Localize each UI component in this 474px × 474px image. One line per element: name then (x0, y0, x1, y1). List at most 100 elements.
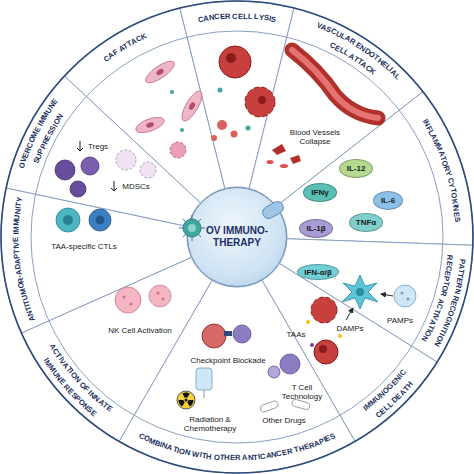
title-glyph: U (12, 214, 21, 220)
pamp-dot (401, 292, 404, 295)
title-glyph: M (12, 220, 21, 227)
cytokine-oval: IFN-α/β (297, 264, 339, 280)
t-cell (268, 366, 280, 378)
title-glyph: E (238, 11, 243, 20)
cytokine-oval: IL-1β (299, 219, 333, 238)
vessel-fragment (272, 144, 286, 155)
nk-cells (115, 285, 171, 313)
virus-icons (179, 199, 286, 241)
nucleus (96, 216, 105, 225)
damp-dot (306, 320, 310, 324)
cell-label: Checkpoint Blockade (183, 356, 273, 365)
t-cell (233, 325, 251, 343)
virus-core (188, 224, 196, 232)
title-glyph: H (206, 451, 213, 461)
vessel-wall (292, 50, 378, 118)
cell-fragment (217, 120, 227, 130)
nucleus (356, 288, 364, 296)
title-glyph: S (270, 14, 276, 24)
radiation-disc (177, 391, 195, 409)
title-glyph: V (12, 242, 21, 247)
cell-label: Tregs (81, 142, 115, 151)
t-cell (280, 354, 300, 374)
radiation-symbol (177, 391, 195, 409)
down-arrow (77, 141, 83, 151)
virus-dot (170, 90, 174, 94)
title-glyph: E (452, 211, 461, 217)
cell-label: T Cell Technology (277, 383, 327, 401)
virus-dot (246, 126, 251, 131)
nucleus (63, 215, 73, 225)
suppressor-cells (55, 141, 156, 197)
title-glyph: A (14, 269, 24, 276)
cell-label: Radiation & Chemotherapy (178, 415, 242, 433)
red-blood-cell (267, 160, 274, 164)
title-glyph: C (232, 11, 238, 20)
wedge-shape (6, 76, 200, 227)
cell-label: TAAs (282, 330, 310, 339)
nucleus (258, 96, 266, 104)
title-glyph (11, 235, 20, 237)
blood-vessel (267, 50, 379, 168)
title-glyph: N (184, 447, 191, 457)
granule (156, 291, 159, 294)
title-glyph: S (453, 216, 462, 222)
granule (129, 302, 132, 305)
cell-label: TAA-specific CTLs (46, 242, 122, 251)
treg-cell (70, 181, 86, 197)
cytokine-name: IL-1β (306, 224, 325, 233)
cytokine-oval: IL-6 (373, 191, 403, 210)
nucleus (226, 53, 236, 63)
cytokine-name: IL-12 (347, 164, 366, 173)
center-title: OV IMMUNO-THERAPY (204, 225, 270, 249)
caf-cells (134, 57, 206, 158)
cytokine-oval: IFNγ (303, 183, 337, 202)
cell-label: Other Drugs (256, 416, 312, 425)
title-glyph: T (12, 249, 21, 254)
ctl-cell (56, 208, 80, 232)
dying-cell (314, 340, 338, 364)
taa-dot (310, 343, 314, 347)
granule (122, 295, 125, 298)
cytokine-name: IFN-α/β (304, 268, 332, 277)
title-glyph: E (11, 237, 20, 242)
nk-cell (149, 285, 171, 307)
nucleus (319, 345, 327, 353)
pill (260, 400, 279, 413)
cancer-cell (219, 46, 251, 78)
title-glyph: L (247, 12, 252, 21)
title-glyph: E (230, 453, 235, 462)
damp-dot (338, 334, 342, 338)
pamp-cell (394, 285, 416, 307)
damp-arrow (346, 308, 353, 320)
title-glyph: R (286, 447, 293, 457)
mdsc-cell (116, 150, 136, 170)
title-glyph: N (208, 13, 214, 23)
pamp-arrow (381, 294, 393, 296)
ring-inner-line (31, 31, 443, 443)
virus-body (183, 219, 201, 237)
cell-label: NK Cell Activation (100, 326, 180, 335)
pamp-dot (407, 298, 410, 301)
title-glyph: I (11, 232, 20, 234)
title-glyph: A (13, 258, 23, 264)
title-glyph: H (224, 453, 230, 462)
virus-dot (218, 88, 223, 93)
title-glyph (230, 12, 232, 21)
cell-label: Blood Vessels Collapse (287, 128, 343, 146)
radiation-blade (182, 392, 190, 397)
mdsc-cell (140, 162, 156, 178)
title-glyph: R (438, 290, 448, 298)
title-glyph: P (12, 253, 21, 259)
treg-cell (55, 160, 75, 180)
virus-spikes (179, 215, 205, 241)
cell-label: DAMPs (333, 324, 367, 333)
title-glyph: A (242, 453, 248, 462)
dying-cell (311, 297, 337, 323)
lysing-cell (245, 87, 275, 117)
title-glyph: N (248, 453, 254, 462)
title-glyph: E (219, 12, 225, 21)
